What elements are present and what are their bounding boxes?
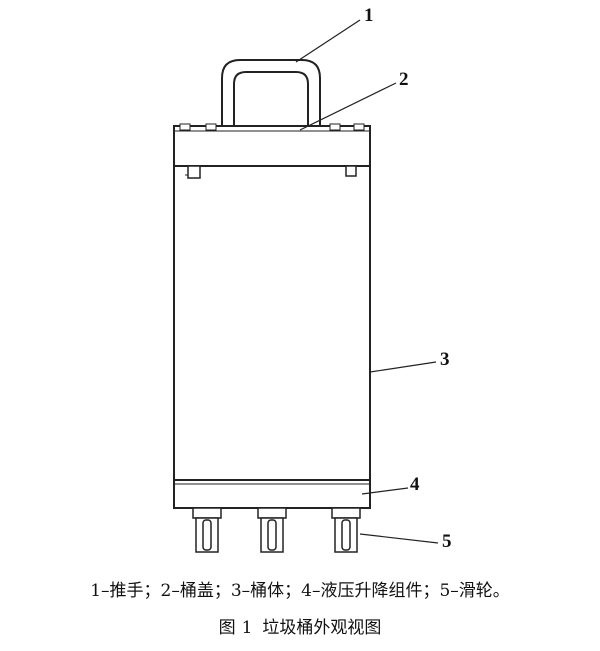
caption-prefix: 图 (218, 618, 236, 638)
parts-legend: 1–推手；2–桶盖；3–桶体；4–液压升降组件；5–滑轮。 (90, 581, 510, 601)
caster-wheel-left (192, 507, 222, 553)
leader-line-1 (295, 19, 361, 63)
callout-5: 5 (442, 531, 452, 552)
leader-line-4 (361, 487, 409, 495)
leader-line-2 (299, 82, 397, 131)
leader-lines (295, 19, 439, 544)
hydraulic-lift-assembly (173, 479, 371, 509)
callout-3: 3 (440, 349, 450, 370)
callout-4: 4 (410, 474, 420, 495)
bin-body (173, 165, 371, 481)
push-handle (221, 59, 321, 128)
callout-1: 1 (364, 5, 374, 26)
caster-wheel-middle (257, 507, 287, 553)
callout-2: 2 (399, 69, 409, 90)
caster-wheel-right (331, 507, 361, 553)
leader-line-5 (359, 533, 439, 544)
bin-lid (173, 123, 371, 167)
trash-bin-drawing: 1 2 3 4 5 (173, 5, 452, 553)
caption-title: 垃圾桶外观视图 (262, 618, 382, 638)
caption-number: 1 (241, 618, 253, 638)
leader-line-3 (369, 361, 437, 373)
